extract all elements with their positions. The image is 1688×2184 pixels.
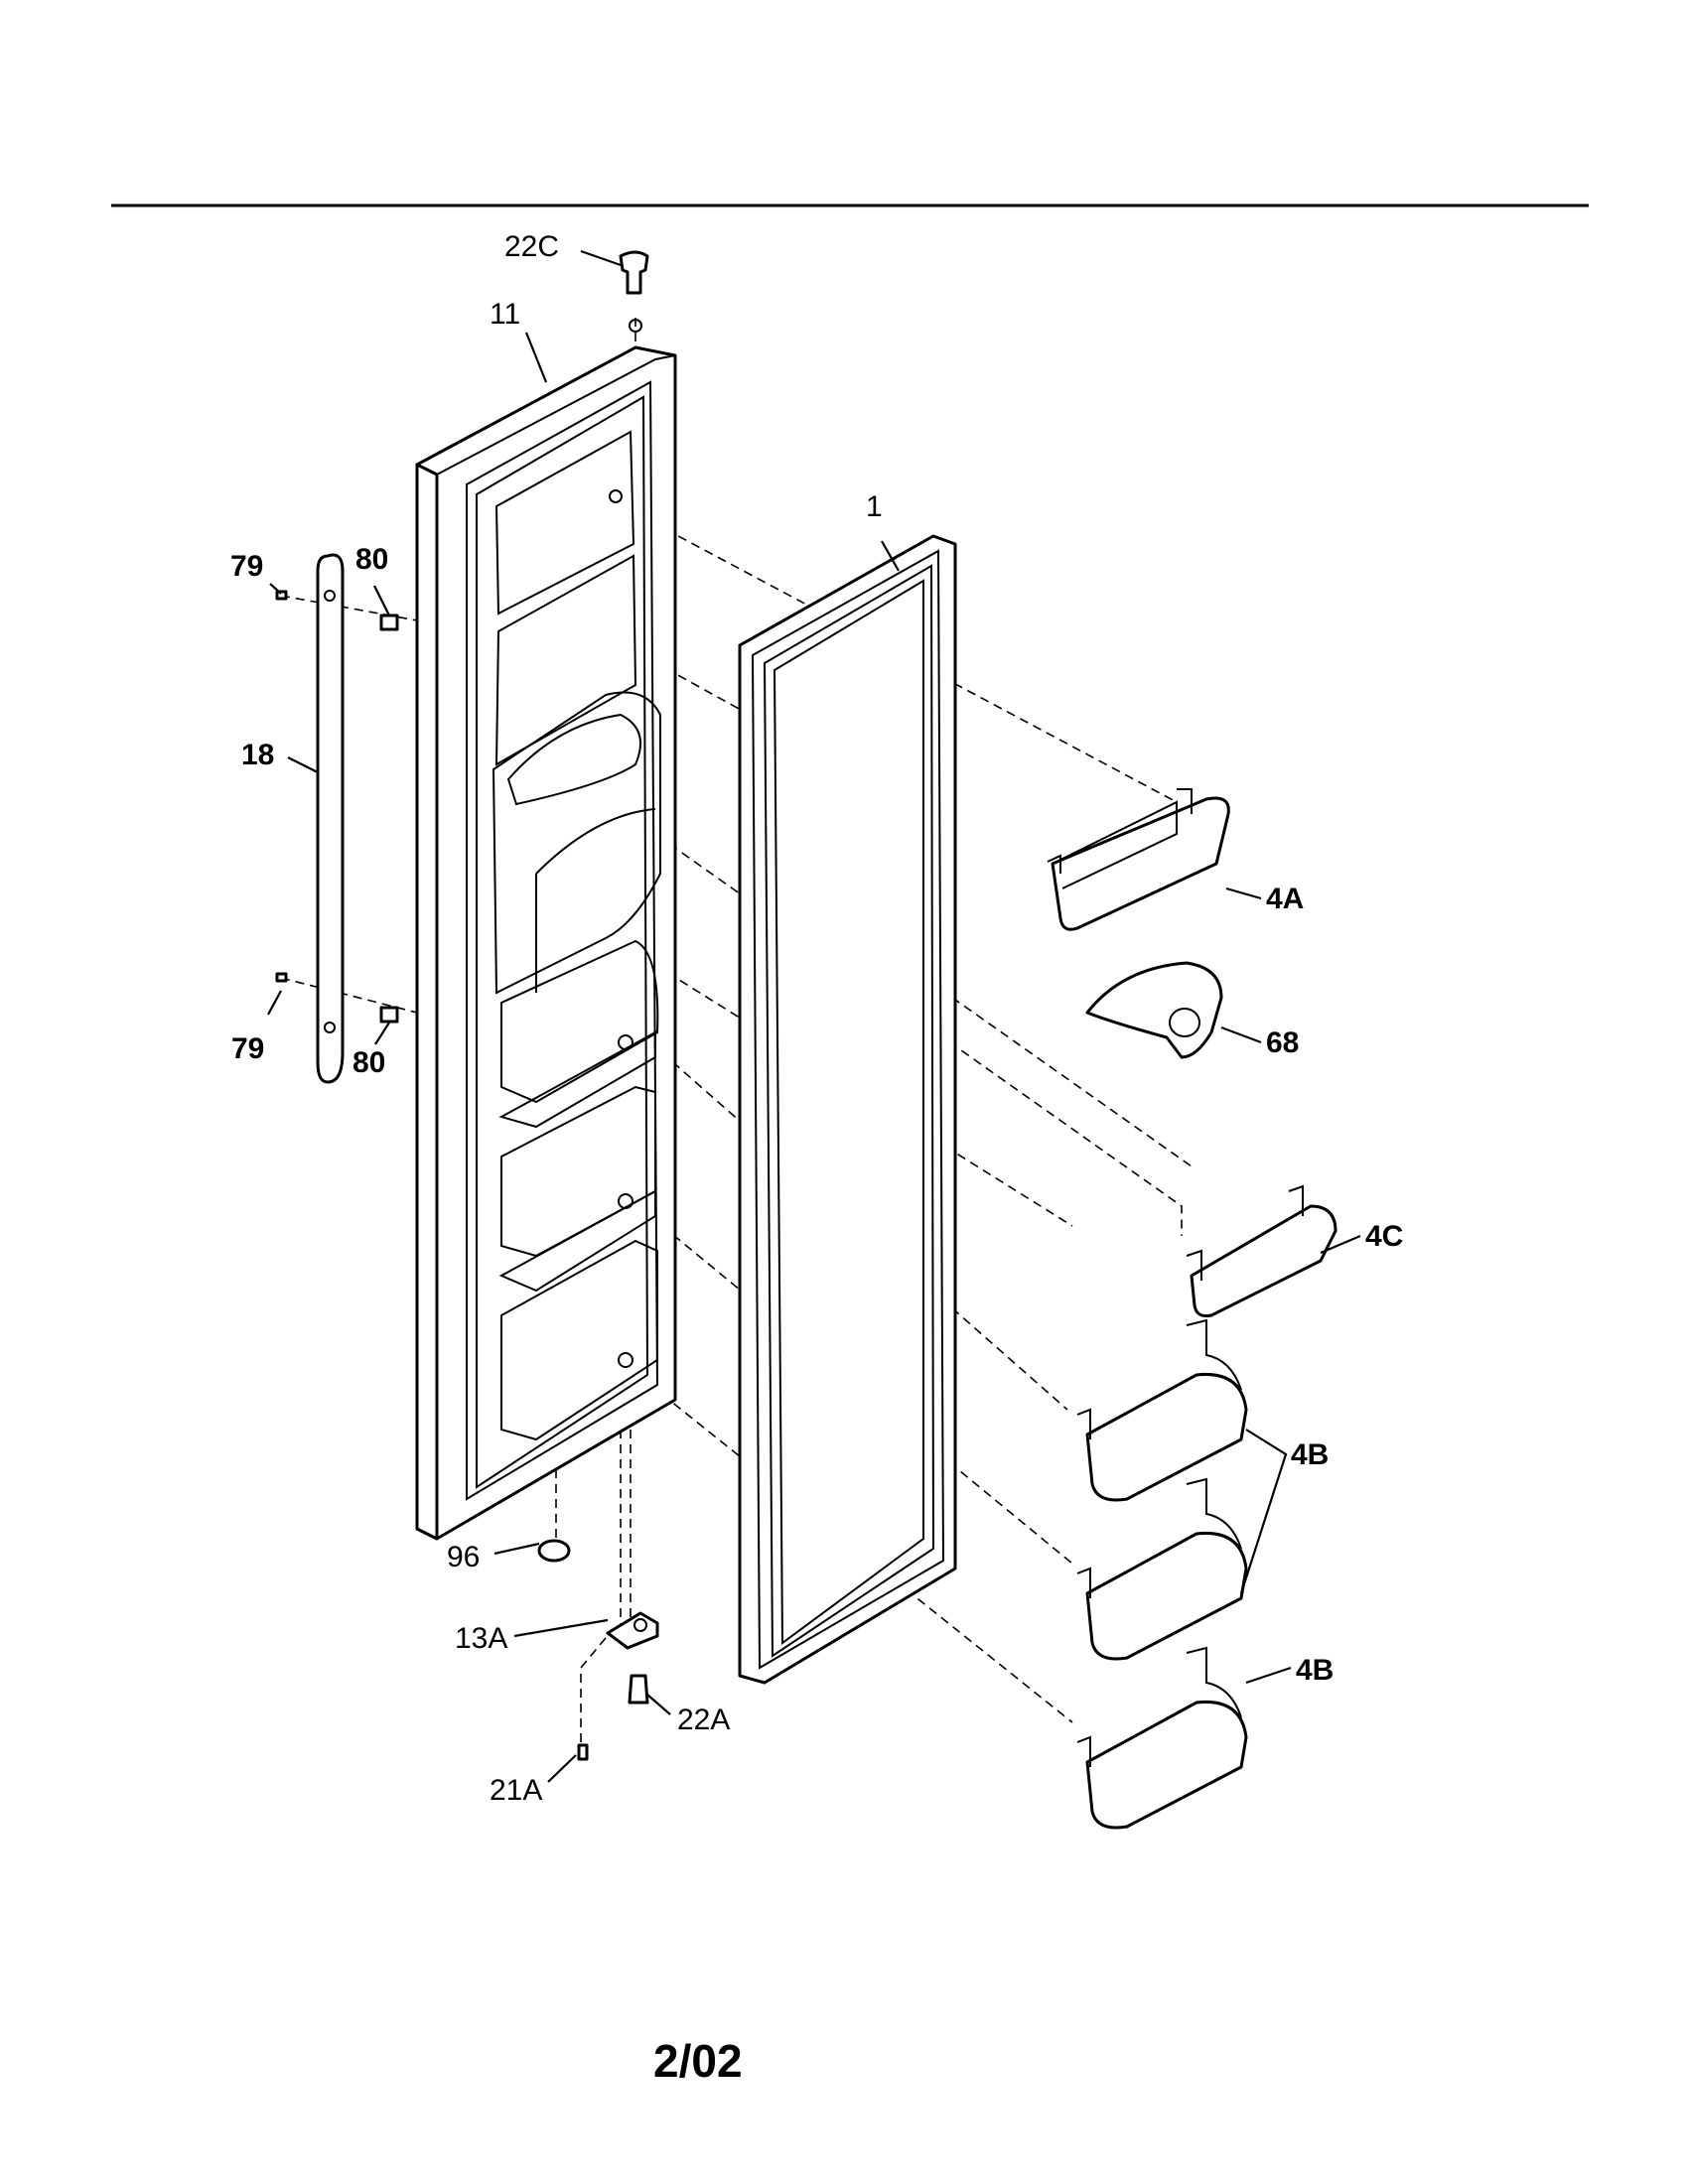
callout-80-top: 80: [355, 543, 388, 576]
callout-80-bottom: 80: [352, 1046, 385, 1079]
screw-21A: [577, 1743, 589, 1761]
callout-79-bottom: 79: [231, 1032, 264, 1065]
door-bin-4B-3: [1076, 1646, 1248, 1830]
door-gasket: [738, 534, 957, 1685]
plug-96: [537, 1539, 571, 1563]
callout-leader-lines: [267, 249, 1361, 1783]
callout-96: 96: [447, 1541, 480, 1573]
door-bin-4A: [1047, 788, 1230, 931]
fastener-80-top: [379, 614, 399, 631]
freezer-door-liner: [415, 319, 677, 1541]
page-code: 2/02: [653, 2035, 743, 2087]
ice-funnel-68: [1085, 961, 1223, 1059]
callout-79-top: 79: [230, 550, 263, 583]
door-handle: [316, 553, 345, 1084]
callout-4C: 4C: [1365, 1220, 1403, 1253]
cap-22C: [619, 250, 649, 295]
callout-22C: 22C: [504, 230, 559, 263]
callout-4A: 4A: [1266, 883, 1304, 915]
callout-68: 68: [1266, 1026, 1299, 1059]
callout-4B-mid: 4B: [1291, 1438, 1329, 1471]
screw-79-top: [275, 590, 288, 601]
door-bin-4B-1: [1076, 1318, 1248, 1502]
screw-79-bottom: [275, 972, 288, 983]
bracket-13A: [606, 1611, 659, 1650]
callout-4B-low: 4B: [1296, 1654, 1334, 1687]
callout-13A: 13A: [455, 1622, 507, 1655]
door-bin-4B-2: [1076, 1477, 1248, 1661]
callout-21A: 21A: [490, 1774, 542, 1807]
fastener-80-bottom: [379, 1006, 399, 1024]
callout-1: 1: [866, 490, 883, 523]
screws-and-fasteners: [275, 250, 659, 1761]
hinge-pin-22A: [628, 1674, 649, 1705]
callout-22A: 22A: [677, 1704, 730, 1736]
callout-18: 18: [241, 739, 274, 771]
door-bin-4C: [1186, 1184, 1337, 1317]
callout-11: 11: [490, 298, 520, 331]
